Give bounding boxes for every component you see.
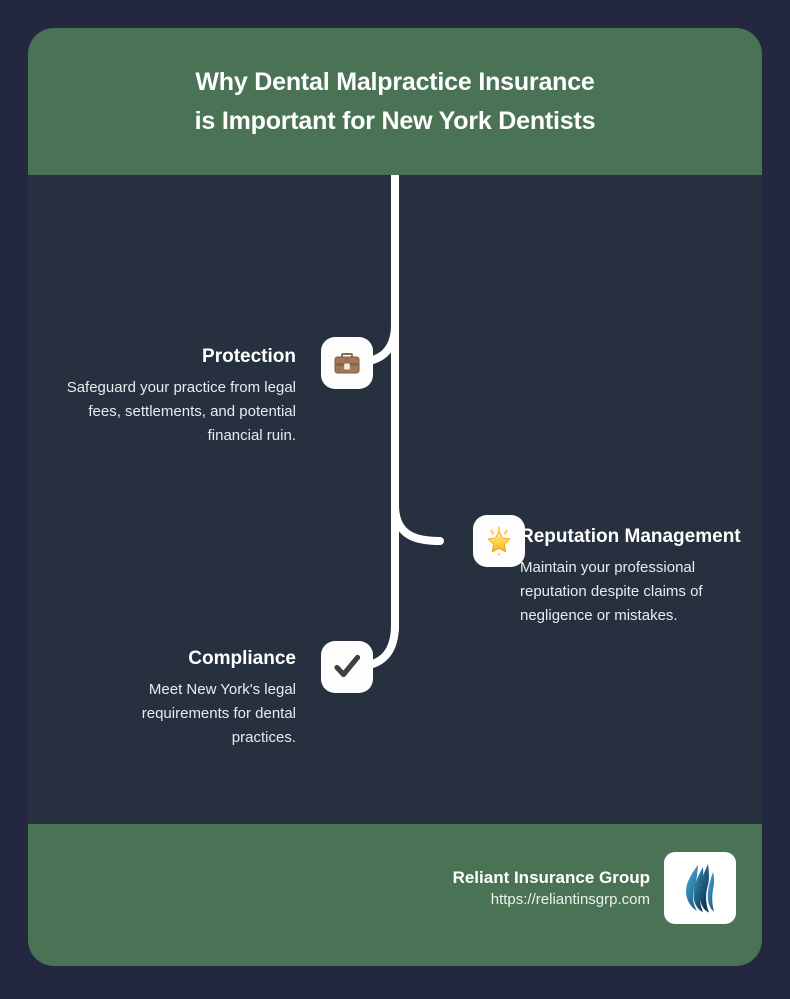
- connector-branch-reputation: [391, 501, 444, 545]
- item-compliance-body: Meet New York's legal requirements for d…: [141, 681, 296, 746]
- briefcase-icon: [321, 337, 373, 389]
- content-area: Protection Safeguard your practice from …: [28, 175, 762, 824]
- item-reputation: Reputation Management Maintain your prof…: [520, 525, 762, 628]
- item-protection: Protection Safeguard your practice from …: [46, 345, 296, 448]
- footer-text-group: Reliant Insurance Group https://relianti…: [453, 866, 650, 911]
- company-url[interactable]: https://reliantinsgrp.com: [490, 890, 650, 908]
- page-title-line-2: is Important for New York Dentists: [194, 106, 596, 135]
- flame-logo-icon: [664, 852, 736, 924]
- footer-content: Reliant Insurance Group https://relianti…: [453, 852, 736, 924]
- item-compliance-title: Compliance: [188, 648, 296, 669]
- check-mark-icon: [321, 641, 373, 693]
- briefcase-glyph: [334, 353, 360, 374]
- item-compliance: Compliance Meet New York's legal require…: [96, 647, 296, 750]
- infographic-card: Why Dental Malpractice Insurance is Impo…: [28, 28, 762, 966]
- item-reputation-body: Maintain your professional reputation de…: [520, 559, 703, 624]
- company-name: Reliant Insurance Group: [452, 867, 650, 887]
- star-glyph: [487, 526, 511, 556]
- glowing-star-icon: [473, 515, 525, 567]
- item-protection-body: Safeguard your practice from legal fees,…: [66, 379, 296, 444]
- flame-logo-glyph: [686, 864, 715, 913]
- item-protection-title: Protection: [202, 346, 296, 367]
- header-banner: Why Dental Malpractice Insurance is Impo…: [28, 28, 762, 175]
- check-glyph: [334, 654, 361, 678]
- footer-banner: Reliant Insurance Group https://relianti…: [28, 824, 762, 966]
- item-reputation-title: Reputation Management: [520, 526, 741, 547]
- page-title-line-1: Why Dental Malpractice Insurance: [195, 67, 595, 96]
